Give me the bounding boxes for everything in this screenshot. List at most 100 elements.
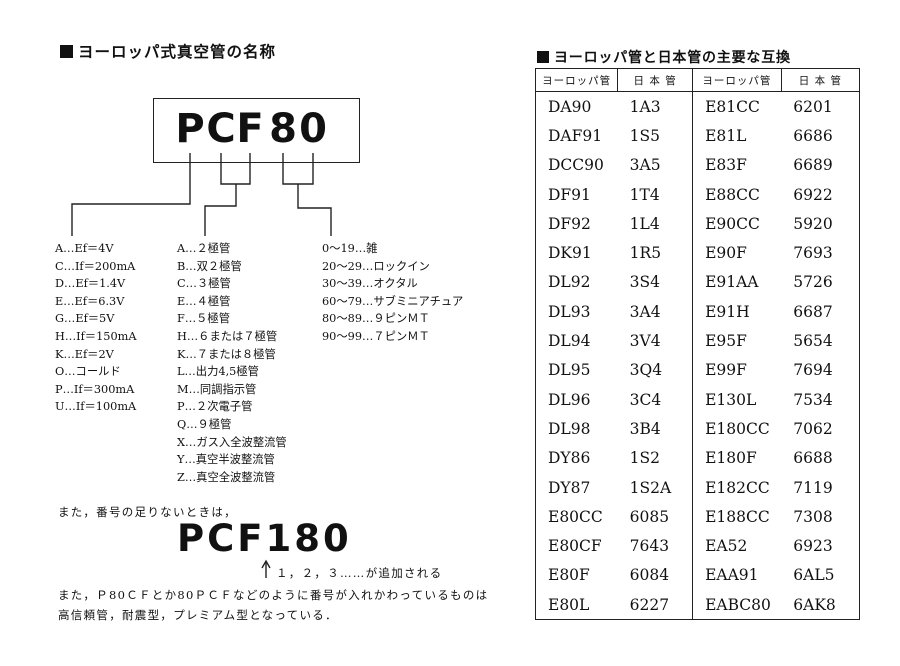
- jp-tube-cell: 5920: [793, 214, 833, 233]
- jp-tube-cell: 6923: [793, 537, 833, 556]
- type-code-item: Q…９極管: [177, 417, 232, 431]
- heater-code-item: C…If＝200mA: [55, 259, 136, 273]
- eu-tube-cell: DY87: [548, 478, 591, 497]
- heater-code-item: U…If＝100mA: [55, 400, 137, 414]
- eu-tube-cell: DL93: [548, 302, 591, 321]
- jp-tube-cell: 3B4: [617, 414, 694, 444]
- eu-tube-cell: EA52: [705, 537, 748, 556]
- eu-tube-cell: E81L: [705, 126, 747, 145]
- jp-tube-cell: 3C4: [617, 384, 694, 415]
- eu-tube-cell: DL98: [548, 419, 591, 438]
- tube-code-box: [153, 98, 360, 163]
- jp-tube-cell: 1L4: [617, 209, 694, 239]
- eu-tube-cell: E80F: [548, 566, 590, 585]
- black-square-icon: [537, 51, 549, 63]
- eu-tube-cell: DY86: [548, 449, 591, 468]
- jp-tube-cell: 7643: [617, 531, 694, 561]
- jp-tube-cell: 1R5: [617, 238, 694, 268]
- jp-tube-cell: 6AK8: [793, 595, 836, 614]
- code-char-type-1: C: [206, 106, 236, 152]
- eu-tube-cell: DAF91: [548, 126, 603, 145]
- jp-tube-cell: 3V4: [617, 326, 694, 356]
- number-code-item: 30～39…オクタル: [322, 277, 418, 291]
- code-char-heater: P: [175, 106, 205, 152]
- number-code-item: 20～29…ロックイン: [322, 259, 430, 273]
- jp-tube-cell: 3A5: [617, 150, 694, 180]
- jp-tube-cell: 5726: [793, 273, 833, 292]
- jp-tube-cell: 1S2: [617, 443, 694, 473]
- jp-tube-cell: 3S4: [617, 267, 694, 298]
- jp-tube-cell: 7534: [793, 390, 833, 409]
- jp-tube-cell: 6687: [793, 302, 833, 321]
- heater-code-item: D…Ef＝1.4V: [55, 277, 126, 291]
- compat-title-text: ヨーロッパ管と日本管の主要な互換: [554, 50, 791, 66]
- eu-tube-cell: DL92: [548, 273, 591, 292]
- header-japanese-tube: 日 本 管: [781, 68, 860, 92]
- eu-tube-cell: E80CC: [548, 507, 603, 526]
- compat-table-header: ヨーロッパ管 日 本 管 ヨーロッパ管 日 本 管: [535, 68, 860, 92]
- eu-tube-cell: DL94: [548, 332, 591, 351]
- note-missing-number: また，番号の足りないときは，: [58, 505, 237, 519]
- jp-tube-cell: 7694: [793, 361, 833, 380]
- jp-tube-cell: 3A4: [617, 297, 694, 327]
- eu-tube-cell: E90CC: [705, 214, 760, 233]
- code-char-number-2: 0: [299, 106, 327, 152]
- jp-tube-cell: 1S2A: [617, 472, 694, 503]
- jp-tube-cell: 6688: [793, 449, 833, 468]
- compat-section-title: ヨーロッパ管と日本管の主要な互換: [537, 47, 791, 67]
- eu-tube-cell: E95F: [705, 332, 747, 351]
- jp-tube-cell: 6201: [793, 97, 833, 116]
- eu-tube-cell: EABC80: [705, 595, 771, 614]
- type-code-item: X…ガス入全波整流管: [177, 435, 287, 449]
- number-code-item: 90～99…７ピンＭＴ: [322, 329, 430, 343]
- heater-code-item: H…If＝150mA: [55, 329, 137, 343]
- heater-code-list: A…Ef＝4V C…If＝200mA D…Ef＝1.4V E…Ef＝6.3V G…: [55, 240, 137, 416]
- jp-tube-cell: 7308: [793, 507, 833, 526]
- type-code-item: H…６または７極管: [177, 329, 278, 343]
- eu-tube-cell: E88CC: [705, 185, 760, 204]
- eu-tube-cell: E91H: [705, 302, 750, 321]
- jp-tube-cell: 7119: [793, 478, 833, 497]
- extended-code-example: PCF180: [177, 517, 352, 560]
- jp-tube-cell: 1S5: [617, 121, 694, 151]
- type-code-item: F…５極管: [177, 312, 231, 326]
- number-code-item: 60～79…サブミニアチュア: [322, 294, 464, 308]
- jp-tube-cell: 1T4: [617, 179, 694, 210]
- jp-tube-cell: 6227: [617, 590, 694, 620]
- jp-tube-cell: 6AL5: [793, 566, 835, 585]
- type-code-item: C…３極管: [177, 277, 231, 291]
- jp-tube-cell: 3Q4: [617, 355, 694, 385]
- eu-tube-cell: E83F: [705, 156, 747, 175]
- header-european-tube: ヨーロッパ管: [535, 68, 619, 92]
- eu-tube-cell: DF92: [548, 214, 591, 233]
- number-code-item: 0～19…雑: [322, 242, 378, 255]
- eu-tube-cell: E130L: [705, 390, 757, 409]
- eu-tube-cell: E80L: [548, 595, 590, 614]
- number-code-item: 80～89…９ピンＭＴ: [322, 312, 430, 326]
- table-row: DL93 3A4 E91H 6687: [536, 297, 860, 327]
- header-japanese-tube: 日 本 管: [617, 68, 694, 92]
- heater-code-item: E…Ef＝6.3V: [55, 294, 125, 308]
- naming-title-text: ヨーロッパ式真空管の名称: [78, 43, 277, 61]
- black-square-icon: [60, 45, 73, 58]
- arrow-note: １，２，３……が追加される: [276, 566, 443, 580]
- eu-tube-cell: E99F: [705, 361, 747, 380]
- note-reliability-line1: また，Ｐ80ＣＦとか80ＰＣＦなどのように番号が入れかわっているものは: [58, 588, 489, 602]
- type-code-item: B…双２極管: [177, 259, 242, 273]
- heater-code-item: G…Ef＝5V: [55, 312, 115, 326]
- jp-tube-cell: 7062: [793, 419, 833, 438]
